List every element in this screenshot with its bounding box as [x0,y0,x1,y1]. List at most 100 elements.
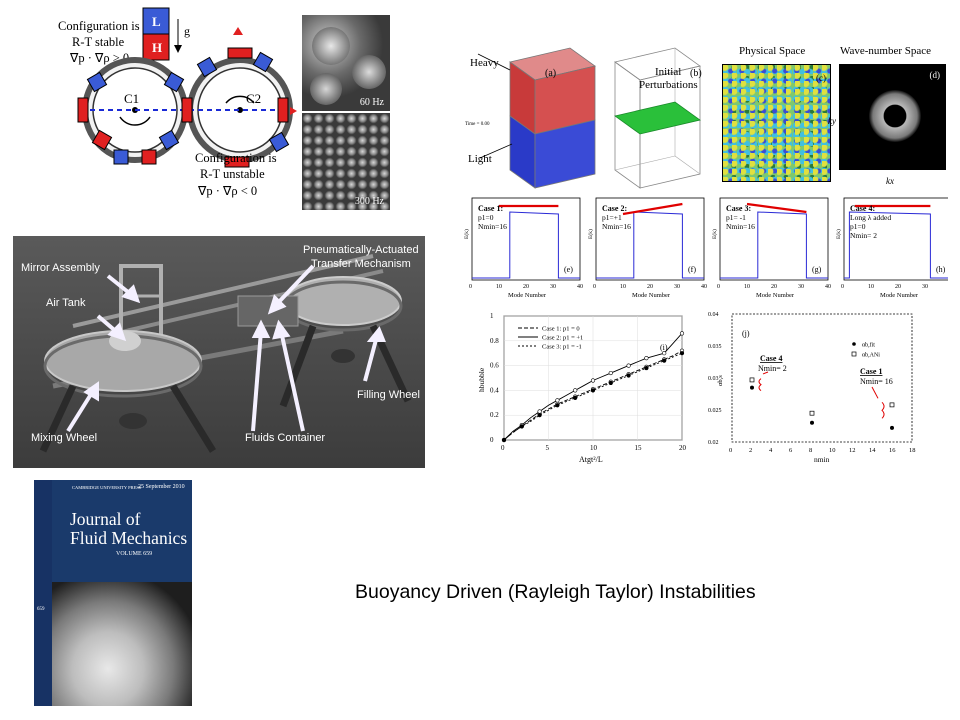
label-pneumatic-line2: Transfer Mechanism [311,258,411,270]
spectrum-xlabel: Mode Number [880,292,919,299]
chart-j-brace-case4 [758,378,762,392]
spectrum-xtick: 0 [593,284,596,290]
label-wavenumber-space: Wave-number Space [840,45,932,57]
chart-j-point [890,425,894,430]
tag-a: (a) [545,68,556,79]
slide-caption: Buoyancy Driven (Rayleigh Taylor) Instab… [355,581,756,603]
spectrum-xtick: 0 [841,284,844,290]
chart-j-xtick: 10 [829,447,836,454]
time-label: Time = 0.00 [465,122,490,127]
chart-i-legend-label: Case 1: p1 = 0 [542,326,580,333]
unstable-line1: Configuration is [195,151,277,165]
label-pneumatic-line1: Pneumatically-Actuated [303,244,419,256]
chart-j-tag: (j) [742,329,750,338]
physical-space-field [722,64,831,182]
chart-j-xtick: 16 [889,447,896,454]
rt-stability-diagram: L H g Configuration is R-T stable ∇p · ∇… [58,7,297,198]
chart-j-point [810,420,814,425]
spectrum-case-label: Case 3: [726,204,751,213]
label-physical-space: Physical Space [739,45,806,57]
journal-cover: CAMBRIDGE UNIVERSITY PRESS 25 September … [34,480,192,706]
spectrum-tag: (f) [688,265,696,274]
photo-300hz-label: 300 Hz [354,196,384,207]
chart-j-ytick: 0.03 [708,376,719,382]
chart-i-point [590,388,596,393]
chart-j-annotation-case4-n: Nmin= 2 [758,364,787,373]
chart-j-ytick: 0.02 [708,440,719,446]
chart-j-ytick: 0.035 [708,344,722,350]
chart-j-ytick: 0.025 [708,408,722,414]
chart-i-point [573,388,578,393]
spectrum-frame [471,197,581,281]
chart-i-xtick: 20 [679,444,687,452]
chart-i-point [626,363,631,368]
tag-b: (b) [690,68,702,79]
spectrum-xtick: 0 [717,284,720,290]
photo-60hz-label: 60 Hz [359,97,384,108]
spectrum-xtick: 20 [647,284,653,290]
label-H: H [152,40,162,55]
callout-arrows [66,264,386,433]
spectrum-line3: Nmin=16 [726,222,755,231]
label-fluids-container: Fluids Container [245,432,326,444]
chart-i-ytick: 0.8 [490,337,499,345]
spectrum-xlabel: Mode Number [632,292,671,299]
chart-j-point [749,377,755,383]
spectrum-tag: (g) [812,265,822,274]
spectrum-slope-line [622,202,683,216]
spectrum-line2: p1=0 [478,213,494,222]
chart-j-legend-label: αb,ANi [862,353,880,359]
chart-i-xtick: 5 [546,444,550,452]
chart-i-ylabel: hbubble [477,367,486,392]
spectrum-case-label: Case 2: [602,204,627,213]
chart-j-xtick: 2 [749,447,752,454]
machine-render: Mirror Assembly Air Tank Pneumatically-A… [13,236,425,468]
spectrum-xlabel: Mode Number [756,292,795,299]
spectrum-tag: (e) [564,265,573,274]
chart-j-arrow-case4 [762,371,769,375]
chart-j-xtick: 0 [729,447,732,454]
label-L: L [152,14,161,29]
spectrum-xtick: 10 [744,284,750,290]
chart-i-point [501,437,507,443]
spectrum-xtick: 0 [469,284,472,290]
containers-wheel-2 [196,47,290,168]
chart-i-xtick: 15 [635,444,643,452]
cube-b: (b) Initial Perturbations [614,47,702,189]
spectrum-curve [596,211,704,279]
tag-c: (c) [816,73,826,83]
spectrum-ylabel: E(k) [711,229,718,239]
chart-j-xtick: 12 [849,447,856,454]
chart-j-ylabel: αb,s [717,375,724,386]
chart-i-point [555,403,560,408]
chart-j-frame [731,313,913,443]
journal-volume: VOLUME 659 [116,551,153,557]
label-ky: ky [828,116,836,126]
journal-title-line1: Journal of [70,509,141,529]
chart-j-annotation-case1: Case 1 [860,367,882,376]
spectrum-line3: Nmin=16 [602,222,631,231]
spectrum-xtick: 40 [701,284,707,290]
initial-line1: Initial [655,66,681,78]
spectrum-line3: p1=0 [850,222,866,231]
machine-drawing [39,254,412,453]
label-mixing-wheel: Mixing Wheel [31,432,98,444]
spectrum-case-label: Case 1: [478,204,503,213]
spectrum-xtick: 30 [922,284,928,290]
chart-j-legend-marker [851,351,857,357]
spectrum-xtick: 40 [577,284,583,290]
label-c1: C1 [124,91,139,106]
chart-i-point [537,409,542,414]
spectrum-curve [720,211,828,279]
wavenumber-space-field: (d) [839,64,946,170]
spectrum-xtick: 20 [523,284,529,290]
chart-i-point [590,378,596,383]
label-air-tank: Air Tank [46,297,86,309]
chart-j-brace-case1 [881,401,885,419]
spectrum-ylabel: E(k) [463,229,470,239]
